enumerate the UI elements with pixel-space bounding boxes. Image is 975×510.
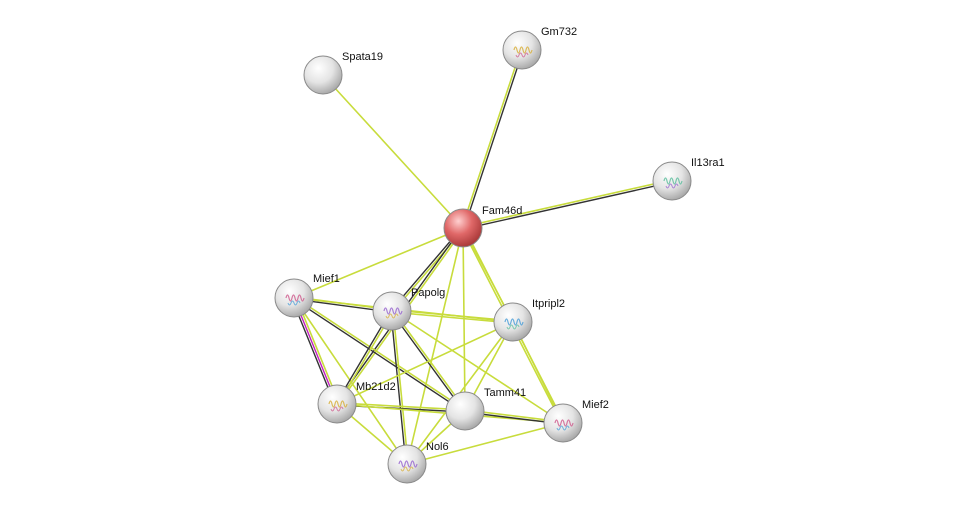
edge-fam46d-spata19 [322,74,464,229]
edge-fam46d-gm732 [461,48,524,230]
edge-papolg-mief2 [391,310,564,424]
edge-itpripl2-mb21d2 [336,321,514,405]
node-itpripl2[interactable]: Itpripl2 [493,298,565,342]
edge-line-text_mining [336,402,466,411]
node-label: Mb21d2 [356,381,396,393]
edge-line-text_mining [391,311,514,324]
node-circle [652,161,692,201]
protein-structure-icon [665,183,679,189]
node-label: Mief2 [582,399,609,411]
node-circle [387,444,427,484]
edge-line-text_mining [461,179,673,228]
protein-structure-icon [515,52,529,58]
edge-papolg-itpripl2 [391,309,514,324]
edge-line-text_mining [322,74,464,229]
node-circle [502,30,542,70]
edge-mief1-tamm41 [292,296,467,413]
node-circle [443,208,483,248]
edge-line-text_mining [293,296,467,411]
protein-structure-icon [285,294,305,302]
edge-line-text_mining [392,310,409,465]
protein-structure-icon [385,313,399,319]
protein-structure-icon [328,400,348,408]
node-label: Papolg [411,287,445,299]
edge-line-text_mining [336,321,514,405]
protein-structure-icon [663,177,683,185]
node-label: Nol6 [426,441,449,453]
node-nol6[interactable]: Nol6 [387,441,449,484]
edge-line-text_mining [462,227,466,412]
edge-mief1-nol6 [293,297,408,465]
edge-line-text_mining [406,227,464,465]
node-fam46d[interactable]: Fam46d [443,205,522,248]
edge-fam46d-nol6 [406,227,464,465]
protein-structure-icon [398,460,418,468]
protein-structure-icon [287,300,301,306]
protein-structure-icon [504,318,524,326]
node-papolg[interactable]: Papolg [372,287,445,331]
edge-nol6-mief2 [406,422,564,465]
node-mief1[interactable]: Mief1 [274,273,340,318]
node-mief2[interactable]: Mief2 [543,399,609,443]
protein-structure-icon [383,307,403,315]
node-label: Il13ra1 [691,157,725,169]
node-circle [317,384,357,424]
node-label: Fam46d [482,205,522,217]
edge-line-text_mining [406,422,564,465]
protein-structure-icon [400,466,414,472]
node-circle [445,391,485,431]
node-circle [274,278,314,318]
edge-line-text_mining [391,309,514,322]
node-label: Itpripl2 [532,298,565,310]
protein-structure-icon [513,46,533,54]
node-circle [493,302,533,342]
edge-line-text_mining [461,48,522,229]
node-gm732[interactable]: Gm732 [502,26,577,70]
edge-line-coexpression [292,298,466,413]
edge-fam46d-il13ra1 [461,179,673,230]
node-label: Mief1 [313,273,340,285]
node-circle [543,403,583,443]
node-label: Spata19 [342,51,383,63]
edge-line-text_mining [391,310,564,424]
protein-structure-icon [506,324,520,330]
node-il13ra1[interactable]: Il13ra1 [652,157,725,201]
node-mb21d2[interactable]: Mb21d2 [317,381,396,424]
node-tamm41[interactable]: Tamm41 [445,387,526,431]
node-circle [372,291,412,331]
edge-line-coexpression [390,310,407,465]
protein-structure-icon [556,425,570,431]
nodes-layer: Fam46d Spata19 Gm732Il13ra1Mief1PapolgItpr… [274,26,725,484]
edge-line-coexpression [462,181,673,230]
node-label: Tamm41 [484,387,526,399]
protein-structure-icon [554,419,574,427]
edge-papolg-nol6 [390,310,409,465]
edge-line-text_mining [293,297,408,465]
protein-structure-icon [330,406,344,412]
node-circle [303,55,343,95]
edge-fam46d-tamm41 [462,227,466,412]
node-label: Gm732 [541,26,577,38]
edge-line-coexpression [463,49,524,230]
edge-line-text_mining [293,227,464,299]
edge-fam46d-mief1 [293,227,464,299]
node-spata19[interactable]: Spata19 [303,51,383,95]
